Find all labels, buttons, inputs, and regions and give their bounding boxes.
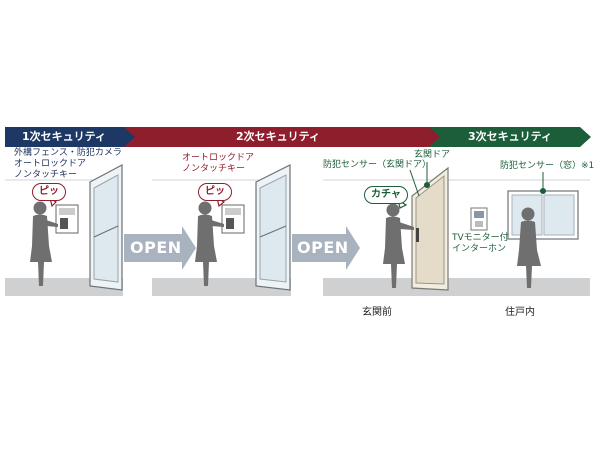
panel1-beep-bubble: ピッ <box>32 183 66 201</box>
stage-3-title: 3次セキュリティ <box>468 130 552 143</box>
label-front-door: 玄関ドア <box>414 150 451 160</box>
caption-entrance-front: 玄関前 <box>362 307 392 318</box>
label-tv-intercom-line1: TVモニター付 <box>452 233 509 243</box>
open-arrow-1 <box>124 226 196 270</box>
panel1-feature-autolock: オートロックドア <box>14 159 87 169</box>
panel3-resident-silhouette <box>517 207 541 288</box>
panel3-person-silhouette <box>383 203 414 288</box>
stage-2-title: 2次セキュリティ <box>236 130 320 143</box>
panel2-glass-door <box>255 164 291 291</box>
stage-band-2 <box>124 127 441 147</box>
panel1-glass-door <box>89 164 123 291</box>
panel1-person-silhouette <box>30 201 58 286</box>
panel2-feature-nontouch-key: ノンタッチキー <box>182 164 246 174</box>
open-arrow-2 <box>292 226 360 270</box>
leader-lines <box>409 162 544 197</box>
panel3-front-door <box>411 166 449 291</box>
panel1-feature-nontouch-key: ノンタッチキー <box>14 170 78 180</box>
stage-band-1 <box>5 127 136 147</box>
panel1-intercom-panel <box>55 204 79 234</box>
stage-band-3 <box>429 127 591 147</box>
panel3-ground <box>323 278 590 296</box>
tv-monitor-intercom-device <box>470 207 488 231</box>
label-window-sensor: 防犯センサー（窓）※1 <box>500 161 595 171</box>
label-door-sensor: 防犯センサー（玄関ドア） <box>323 160 432 170</box>
open-arrow-2-label: OPEN <box>297 238 349 257</box>
panel2-person-silhouette <box>195 201 224 286</box>
caption-inside-unit: 住戸内 <box>505 307 535 318</box>
panel3-click-bubble: カチャ <box>364 186 408 204</box>
panel2-feature-autolock: オートロックドア <box>182 153 255 163</box>
open-arrow-1-label: OPEN <box>130 238 182 257</box>
panel2-beep-bubble: ピッ <box>198 183 232 201</box>
panel3-window <box>507 188 579 240</box>
stage-1-title: 1次セキュリティ <box>22 130 106 143</box>
label-tv-intercom-line2: インターホン <box>452 244 507 254</box>
panel2-intercom-panel <box>221 204 245 234</box>
panel1-feature-fence-camera: 外構フェンス・防犯カメラ <box>14 148 122 158</box>
